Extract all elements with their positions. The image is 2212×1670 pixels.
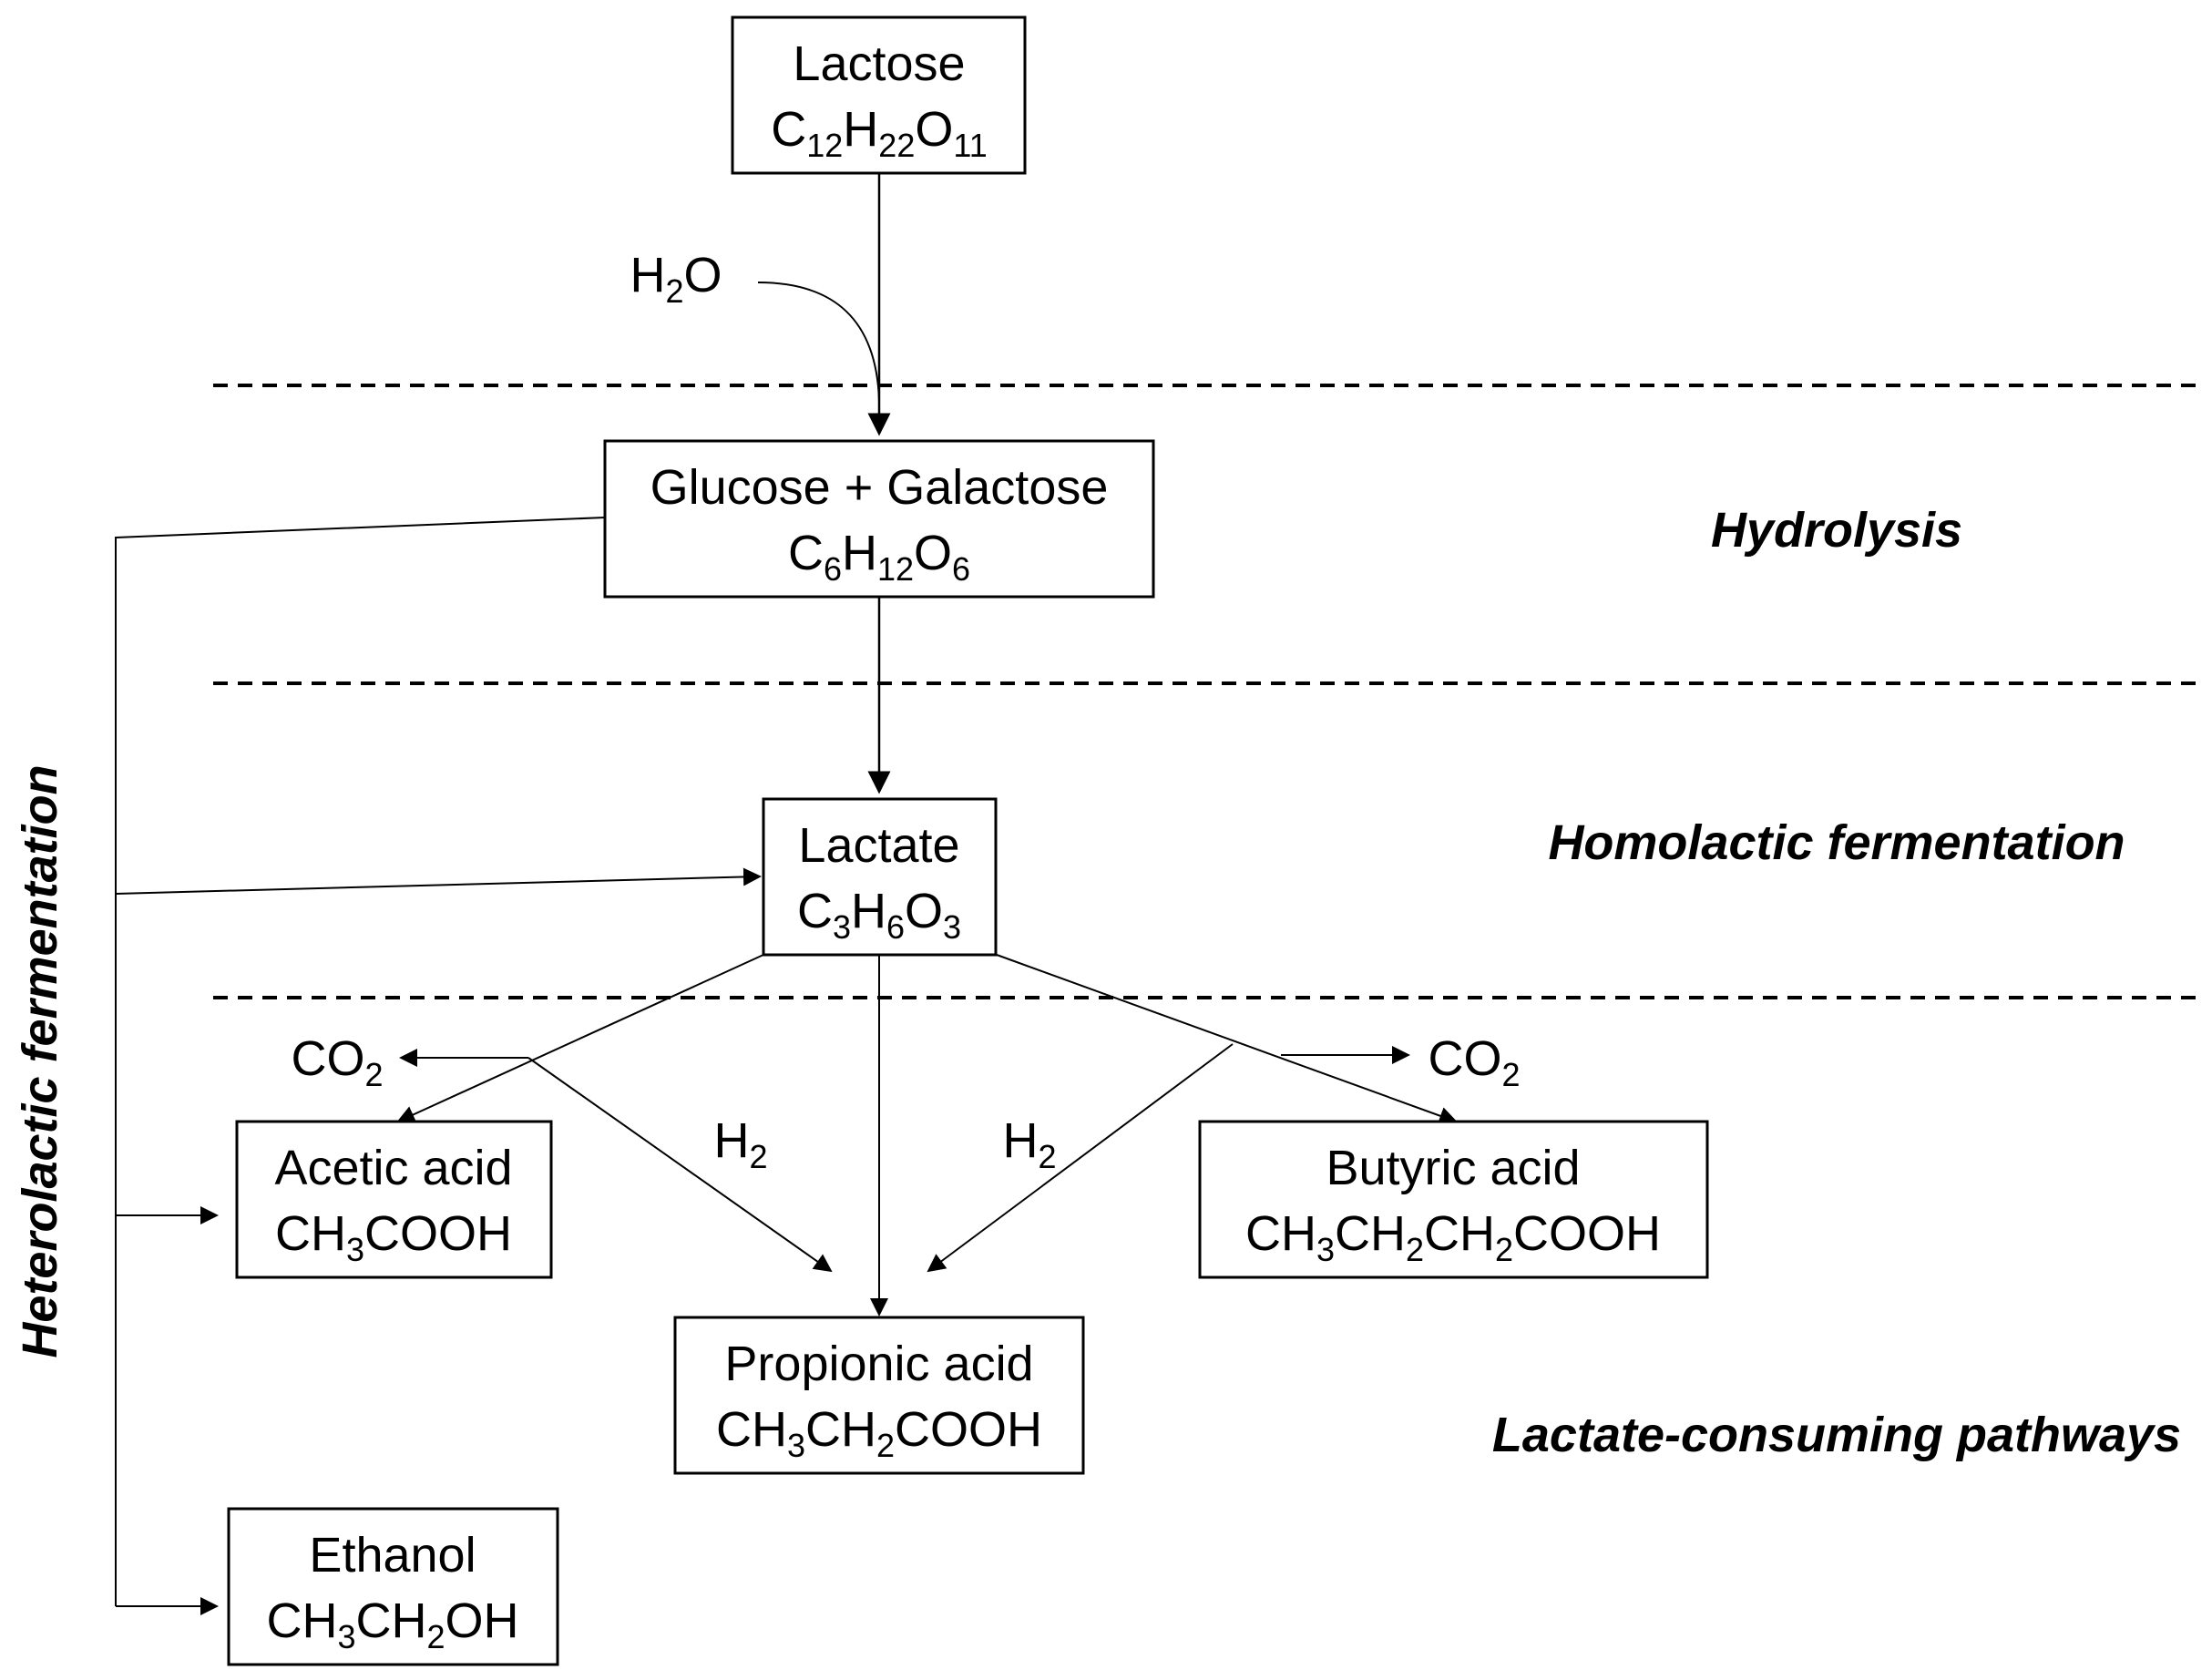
box-glucose-galactose [603,439,1155,599]
stage-label-lactate-consuming: Lactate-consuming pathways [1492,1408,2181,1462]
propionic-acid-name: Propionic acid [724,1337,1033,1391]
co2-right-label: CO2 [1428,1031,1520,1093]
arrow-lactate-to-butyric [996,954,1458,1125]
stage-label-hydrolysis: Hydrolysis [1711,503,1962,558]
lactate-formula: C3H6O3 [797,884,961,946]
water-label: H2O [630,248,722,310]
ethanol-formula: CH3CH2OH [266,1593,518,1655]
box-butyric-acid [1198,1120,1709,1279]
box-acetic-acid [235,1120,553,1279]
stage-label-homolactic: Homolactic fermentation [1548,815,2125,870]
box-ethanol [227,1507,559,1666]
ethanol-name: Ethanol [309,1528,476,1583]
box-lactose [731,15,1027,175]
lactose-formula: C12H22O11 [771,102,987,164]
box-propionic-acid [673,1316,1085,1475]
propionic-acid-formula: CH3CH2COOH [716,1402,1042,1464]
co2-left-label: CO2 [291,1031,383,1093]
lactose-name: Lactose [793,36,965,91]
acetic-acid-name: Acetic acid [274,1141,512,1195]
arrow-lactate-to-acetic [396,954,764,1123]
lactate-name: Lactate [798,818,959,873]
stage-label-heterolactic: Heterolactic fermentation [13,764,67,1358]
heterolactic-bus [115,517,606,1606]
butyric-acid-name: Butyric acid [1326,1141,1580,1195]
arrow-h2-right [927,1043,1234,1273]
h2-right-label: H2 [1002,1113,1056,1175]
glucose-galactose-name: Glucose + Galactose [650,460,1109,515]
acetic-acid-formula: CH3COOH [275,1206,512,1268]
arrow-h2-left [527,1057,833,1273]
box-lactate [762,797,998,957]
glucose-galactose-formula: C6H12O6 [788,526,970,588]
h2-left-label: H2 [713,1113,767,1175]
butyric-acid-formula: CH3CH2CH2COOH [1245,1206,1661,1268]
water-inflow-curve [757,282,880,402]
arrow-bus-to-lactate [115,867,762,895]
